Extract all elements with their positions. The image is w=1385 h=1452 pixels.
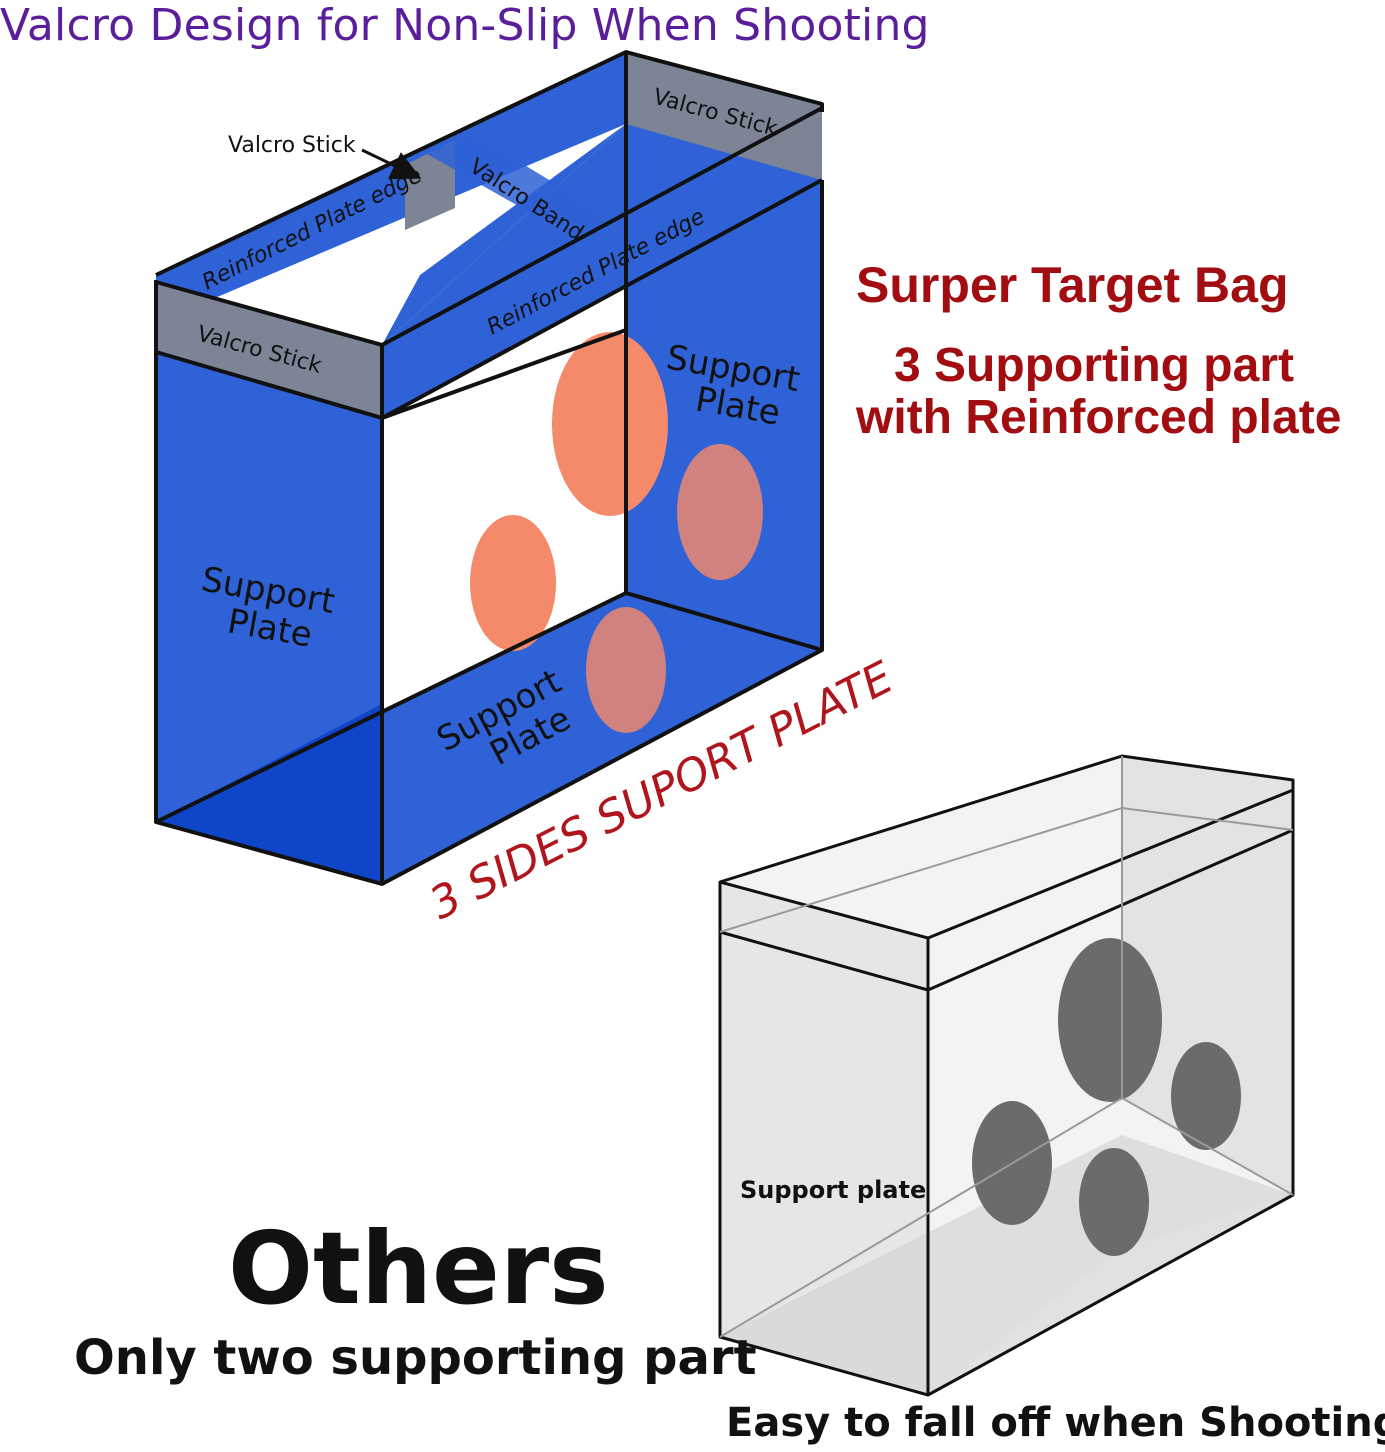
blue-target-left (470, 515, 556, 651)
valcro-stick-arrow (361, 148, 422, 180)
valcro-stick-front-band (156, 282, 382, 418)
blue-top-rim-back (156, 52, 626, 345)
grey-bag-inner-lines (719, 756, 1294, 1338)
grey-target-bag (718, 754, 1295, 1397)
grey-right-panel (1122, 756, 1293, 1195)
others-caption: Easy to fall off when Shooting (726, 1400, 1385, 1446)
product-subtitle-line1: 3 Supporting part (894, 339, 1294, 392)
grey-target-right (1171, 1042, 1241, 1150)
header-title: Valcro Design for Non-Slip When Shooting (0, 0, 930, 51)
grey-support-plate-label: Support plate (740, 1176, 926, 1204)
product-title: Surper Target Bag (856, 257, 1289, 313)
grey-target-large (1058, 938, 1162, 1102)
others-subtitle: Only two supporting part (74, 1330, 757, 1386)
blue-target-right (677, 444, 763, 580)
blue-bottom-shadow (156, 704, 382, 884)
blue-top-rim-front (382, 124, 822, 418)
valcro-stick-callout-label: Valcro Stick (228, 133, 356, 158)
valcro-band-strap (420, 132, 615, 240)
grey-target-bottom (1079, 1148, 1149, 1256)
grey-bottom-shadow (720, 1135, 1293, 1395)
blue-target-bottom (586, 607, 666, 733)
others-title: Others (228, 1210, 609, 1327)
valcro-stick-right-band (626, 52, 822, 180)
product-subtitle-line2: with Reinforced plate (856, 391, 1342, 444)
blue-left-support-plate (156, 280, 382, 884)
blue-target-large (552, 332, 668, 516)
